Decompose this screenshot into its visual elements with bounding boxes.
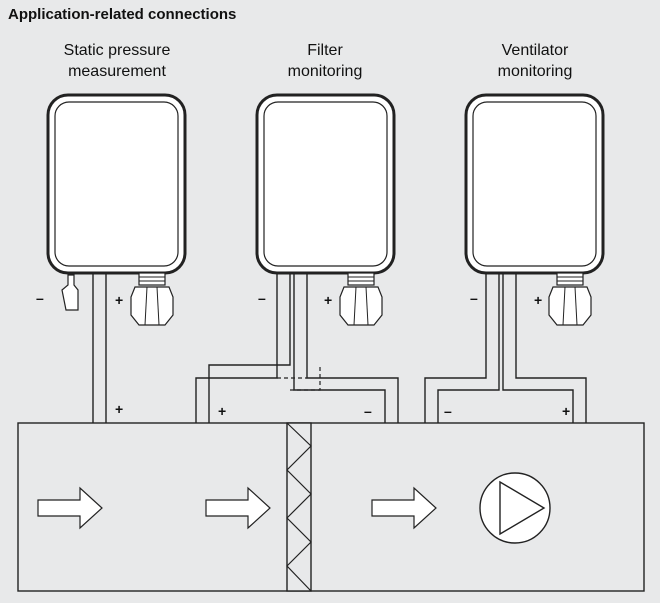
minus-label: –: [258, 290, 266, 306]
plus-label: +: [534, 292, 542, 308]
device-housing-inner: [54, 101, 179, 267]
minus-label: –: [444, 403, 452, 419]
device-filter: [195, 93, 399, 423]
airflow-arrow: [205, 486, 271, 530]
minus-label: –: [36, 290, 44, 306]
ventilator-triangle: [499, 480, 546, 536]
cable-gland: [130, 272, 174, 326]
device-static-pressure: [46, 93, 187, 423]
cable-gland: [548, 272, 592, 326]
minus-label: –: [470, 290, 478, 306]
page-title: Application-related connections: [8, 6, 237, 23]
filter-element: [286, 422, 312, 592]
minus-label: –: [364, 403, 372, 419]
plus-label: +: [115, 401, 123, 417]
cable-gland: [339, 272, 383, 326]
air-duct: [17, 422, 645, 592]
airflow-arrow: [371, 486, 437, 530]
device-label-ventilator: Ventilator monitoring: [497, 42, 573, 80]
device-housing: [46, 93, 187, 275]
device-housing: [464, 93, 605, 275]
airflow-arrow: [37, 486, 103, 530]
plus-label: +: [562, 403, 570, 419]
device-ventilator: [424, 93, 605, 423]
pressure-nozzle: [61, 274, 79, 311]
plus-label: +: [115, 292, 123, 308]
device-housing-inner: [472, 101, 597, 267]
device-housing: [255, 93, 396, 275]
plus-label: +: [218, 403, 226, 419]
device-label-filter: Filter monitoring: [287, 42, 363, 80]
device-label-static-pressure: Static pressure measurement: [63, 42, 171, 80]
plus-label: +: [324, 292, 332, 308]
filter-zigzag: [286, 422, 312, 592]
device-housing-inner: [263, 101, 388, 267]
